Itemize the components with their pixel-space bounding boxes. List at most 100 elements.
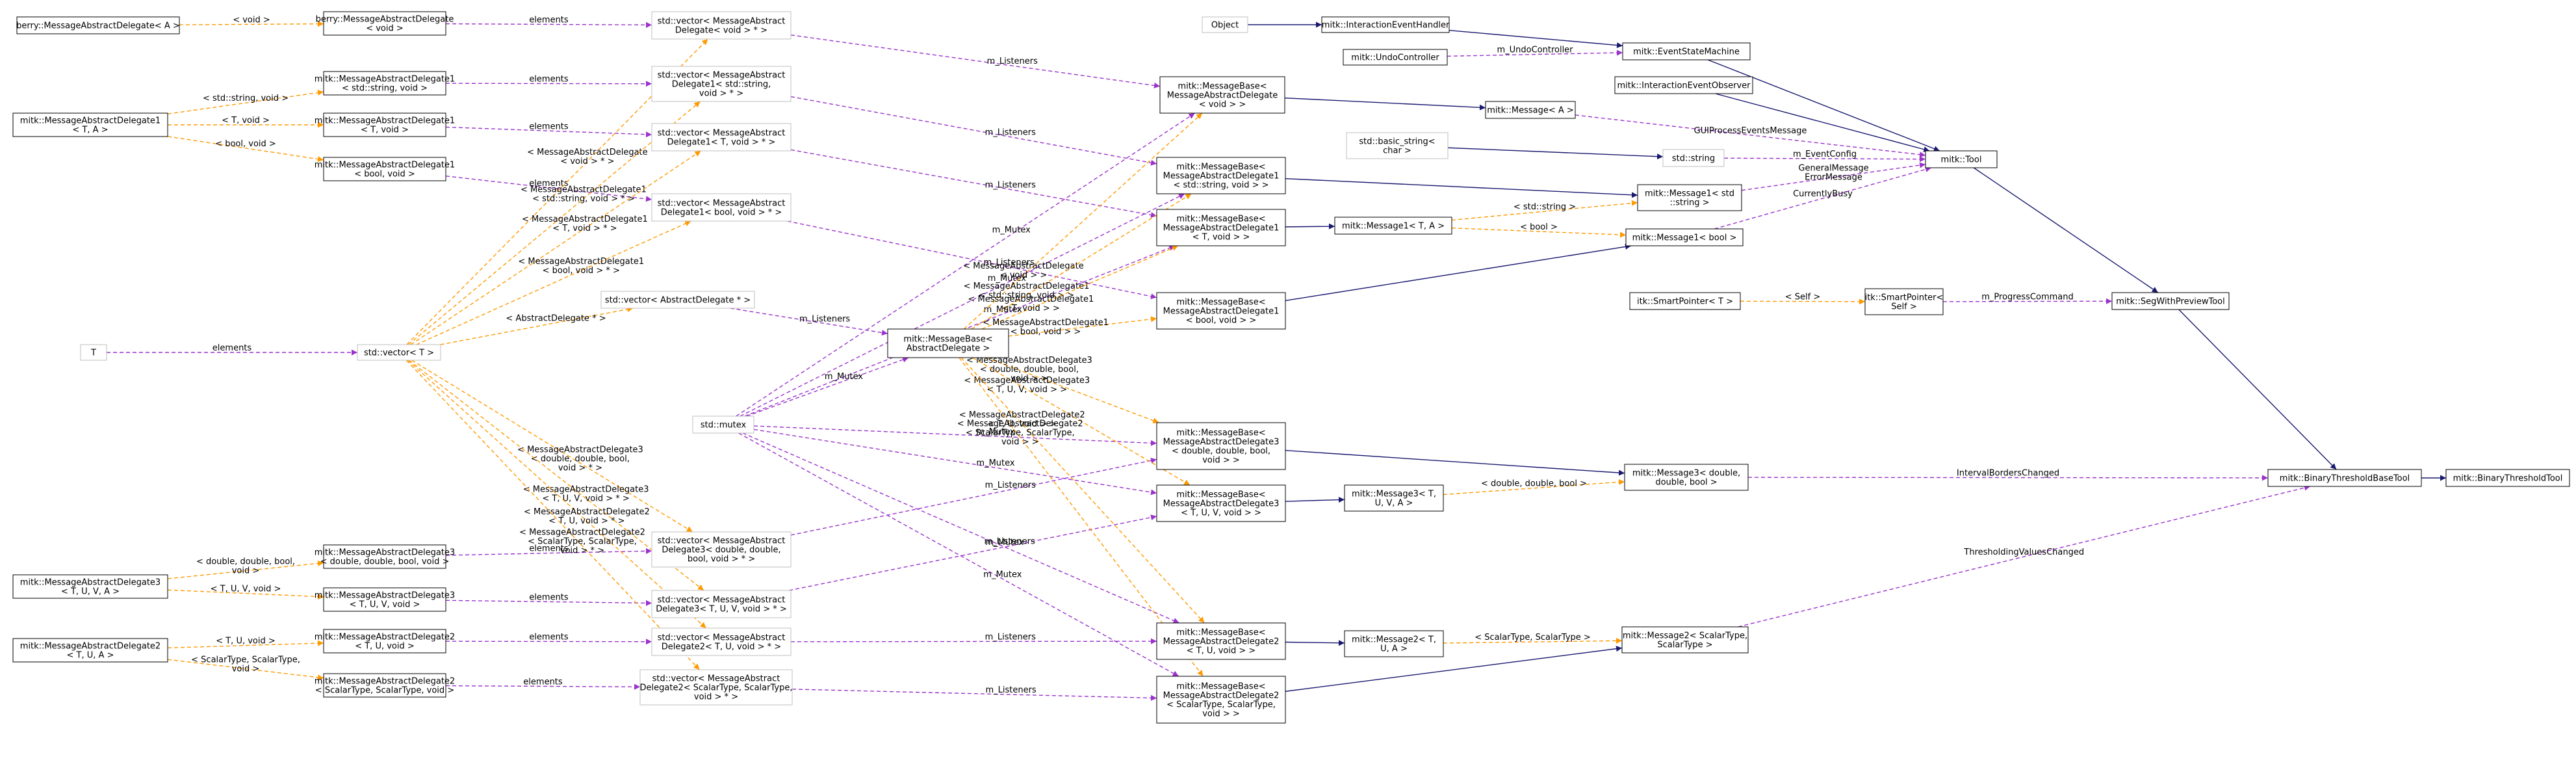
inheritance-edge: [1285, 178, 1638, 198]
class-node-n25[interactable]: mitk::MessageAbstractDelegate3< double, …: [315, 544, 455, 569]
class-node-n40[interactable]: std::basic_string<char >: [1346, 132, 1449, 159]
template-edge: [1008, 316, 1157, 337]
usage-edge: [787, 220, 1157, 300]
class-node-n31[interactable]: std::vector< MessageAbstractDelegate3< T…: [651, 590, 792, 618]
template-edge: [167, 90, 324, 114]
class-node-n51[interactable]: mitk::BinaryThresholdBaseTool: [2267, 469, 2422, 487]
class-node-n35[interactable]: mitk::InteractionEventHandler: [1321, 16, 1450, 33]
class-node-n47[interactable]: itk::SmartPointer<Self >: [1864, 288, 1944, 315]
class-node-n24[interactable]: mitk::MessageAbstractDelegate3< T, U, V,…: [12, 574, 168, 599]
class-node-n52[interactable]: mitk::BinaryThresholdTool: [2445, 469, 2570, 487]
class-node-label: < double, double, bool,: [1172, 447, 1270, 456]
edge-label: < Self >: [1785, 293, 1821, 302]
class-node-box: [1621, 626, 1749, 654]
class-node-n49[interactable]: mitk::Message3< double,double, bool >: [1624, 464, 1749, 491]
class-node-n20[interactable]: mitk::MessageBase<MessageAbstractDelegat…: [1156, 422, 1286, 470]
inheritance-edge: [1447, 147, 1664, 160]
class-node-n29[interactable]: mitk::MessageAbstractDelegate2< ScalarTy…: [315, 673, 455, 698]
class-node-n30[interactable]: std::vector< MessageAbstractDelegate3< d…: [651, 531, 792, 568]
class-node-label: < std::string, void > >: [1173, 181, 1269, 191]
class-node-box: [323, 587, 446, 612]
class-node-n7[interactable]: mitk::MessageAbstractDelegate1< bool, vo…: [315, 157, 455, 181]
edge-label: < ScalarType, ScalarType,: [528, 537, 637, 547]
class-node-n14[interactable]: std::mutex: [692, 416, 754, 434]
class-node-n46[interactable]: itk::SmartPointer< T >: [1629, 292, 1741, 310]
class-node-n34[interactable]: Object: [1202, 16, 1248, 33]
class-node-n43[interactable]: mitk::Message1< std::string >: [1637, 184, 1742, 211]
class-node-n15[interactable]: mitk::MessageBase<AbstractDelegate >: [887, 328, 1009, 358]
class-node-label: Delegate3< double, double,: [662, 546, 780, 555]
edge-label: m_Listeners: [985, 685, 1036, 695]
class-node-box: [1202, 16, 1248, 33]
inheritance-edge: [1285, 646, 1623, 692]
edge-label: < bool, void > * >: [543, 266, 620, 276]
edge-label: < double, double, bool,: [196, 557, 295, 567]
edge-label: < T, U, void > * >: [548, 516, 625, 526]
class-node-n23[interactable]: mitk::MessageBase<MessageAbstractDelegat…: [1156, 676, 1286, 724]
class-node-n6[interactable]: mitk::MessageAbstractDelegate1< T, void …: [315, 112, 455, 137]
class-node-label: double, bool >: [1655, 478, 1717, 488]
class-node-n33[interactable]: std::vector< MessageAbstractDelegate2< S…: [639, 669, 793, 706]
class-node-n1[interactable]: berry::MessageAbstractDelegate< A >: [16, 16, 180, 34]
class-node-label: itk::SmartPointer< T >: [1637, 297, 1733, 307]
class-node-label: std::vector< MessageAbstract: [658, 536, 786, 546]
class-node-box: [323, 71, 446, 96]
usage-edge: [445, 126, 652, 138]
class-node-n54[interactable]: mitk::Message2< ScalarType,ScalarType >: [1621, 626, 1749, 654]
edge-label: < T, U, V, void > >: [986, 385, 1067, 395]
class-node-n26[interactable]: mitk::MessageAbstractDelegate3< T, U, V,…: [315, 587, 455, 612]
class-node-n28[interactable]: mitk::MessageAbstractDelegate2< T, U, vo…: [315, 629, 455, 654]
class-node-n19[interactable]: mitk::MessageBase<MessageAbstractDelegat…: [1156, 292, 1286, 330]
class-node-box: [1334, 217, 1452, 235]
edge-label: < MessageAbstractDelegate: [527, 148, 648, 157]
class-node-n38[interactable]: mitk::InteractionEventObserver: [1614, 76, 1753, 94]
class-node-label: Delegate2< T, U, void > * >: [662, 642, 781, 652]
class-node-label: mitk::MessageAbstractDelegate3: [20, 578, 161, 588]
class-node-n11[interactable]: T: [80, 344, 107, 361]
edge-label: elements: [213, 343, 252, 353]
edge-label: < bool >: [1520, 222, 1558, 232]
class-node-n32[interactable]: std::vector< MessageAbstractDelegate2< T…: [651, 627, 792, 656]
edge-label: m_Listeners: [985, 537, 1035, 547]
class-node-n8[interactable]: std::vector< MessageAbstractDelegate1< s…: [651, 66, 792, 102]
class-node-n42[interactable]: mitk::Tool: [1925, 150, 1998, 168]
class-node-n37[interactable]: mitk::EventStateMachine: [1622, 42, 1751, 60]
class-node-label: std::string: [1672, 154, 1715, 164]
class-node-n18[interactable]: mitk::MessageBase<MessageAbstractDelegat…: [1156, 209, 1286, 246]
class-node-n21[interactable]: mitk::MessageBase<MessageAbstractDelegat…: [1156, 484, 1286, 522]
class-node-n39[interactable]: mitk::Message< A >: [1485, 101, 1576, 119]
class-node-label: mitk::MessageBase<: [903, 335, 992, 345]
class-node-n4[interactable]: mitk::MessageAbstractDelegate1< T, A >: [12, 112, 168, 137]
usage-edge: [445, 81, 652, 87]
class-node-n2[interactable]: berry::MessageAbstractDelegate< void >: [316, 11, 454, 36]
class-node-label: Delegate2< ScalarType, ScalarType,: [640, 683, 793, 693]
template-edge: [972, 357, 1191, 486]
class-node-box: [651, 193, 792, 222]
class-node-n12[interactable]: std::vector< T >: [357, 344, 441, 361]
class-node-n22[interactable]: mitk::MessageBase<MessageAbstractDelegat…: [1156, 622, 1286, 660]
class-node-n36[interactable]: mitk::UndoController: [1343, 49, 1448, 66]
usage-edge: [738, 432, 1179, 677]
class-node-label: < T, U, V, void >: [350, 600, 420, 610]
class-node-label: < void > >: [1199, 100, 1246, 110]
class-node-box: [651, 11, 792, 40]
class-node-n10[interactable]: std::vector< MessageAbstractDelegate1< b…: [651, 193, 792, 222]
class-node-label: mitk::Message< A >: [1487, 106, 1574, 116]
class-node-label: itk::SmartPointer<: [1865, 293, 1944, 303]
class-node-label: mitk::MessageBase<: [1176, 682, 1265, 692]
class-node-n5[interactable]: mitk::MessageAbstractDelegate1< std::str…: [315, 71, 455, 96]
class-node-n13[interactable]: std::vector< AbstractDelegate * >: [600, 291, 755, 309]
class-node-n3[interactable]: std::vector< MessageAbstractDelegate< vo…: [651, 11, 792, 40]
class-node-n50[interactable]: mitk::Message3< T,U, V, A >: [1344, 484, 1444, 512]
class-node-n48[interactable]: mitk::SegWithPreviewTool: [2111, 292, 2230, 310]
class-node-n16[interactable]: mitk::MessageBase<MessageAbstractDelegat…: [1159, 76, 1285, 114]
class-node-n53[interactable]: mitk::Message2< T,U, A >: [1344, 630, 1444, 657]
class-node-n9[interactable]: std::vector< MessageAbstractDelegate1< T…: [651, 123, 792, 152]
class-node-n27[interactable]: mitk::MessageAbstractDelegate2< T, U, A …: [12, 638, 168, 663]
class-node-label: mitk::UndoController: [1351, 53, 1439, 63]
edge-label: m_Mutex: [984, 305, 1022, 315]
class-node-n41[interactable]: std::string: [1662, 149, 1725, 167]
class-node-n44[interactable]: mitk::Message1< T, A >: [1334, 217, 1452, 235]
class-node-n17[interactable]: mitk::MessageBase<MessageAbstractDelegat…: [1156, 157, 1286, 194]
class-node-n45[interactable]: mitk::Message1< bool >: [1625, 228, 1744, 246]
